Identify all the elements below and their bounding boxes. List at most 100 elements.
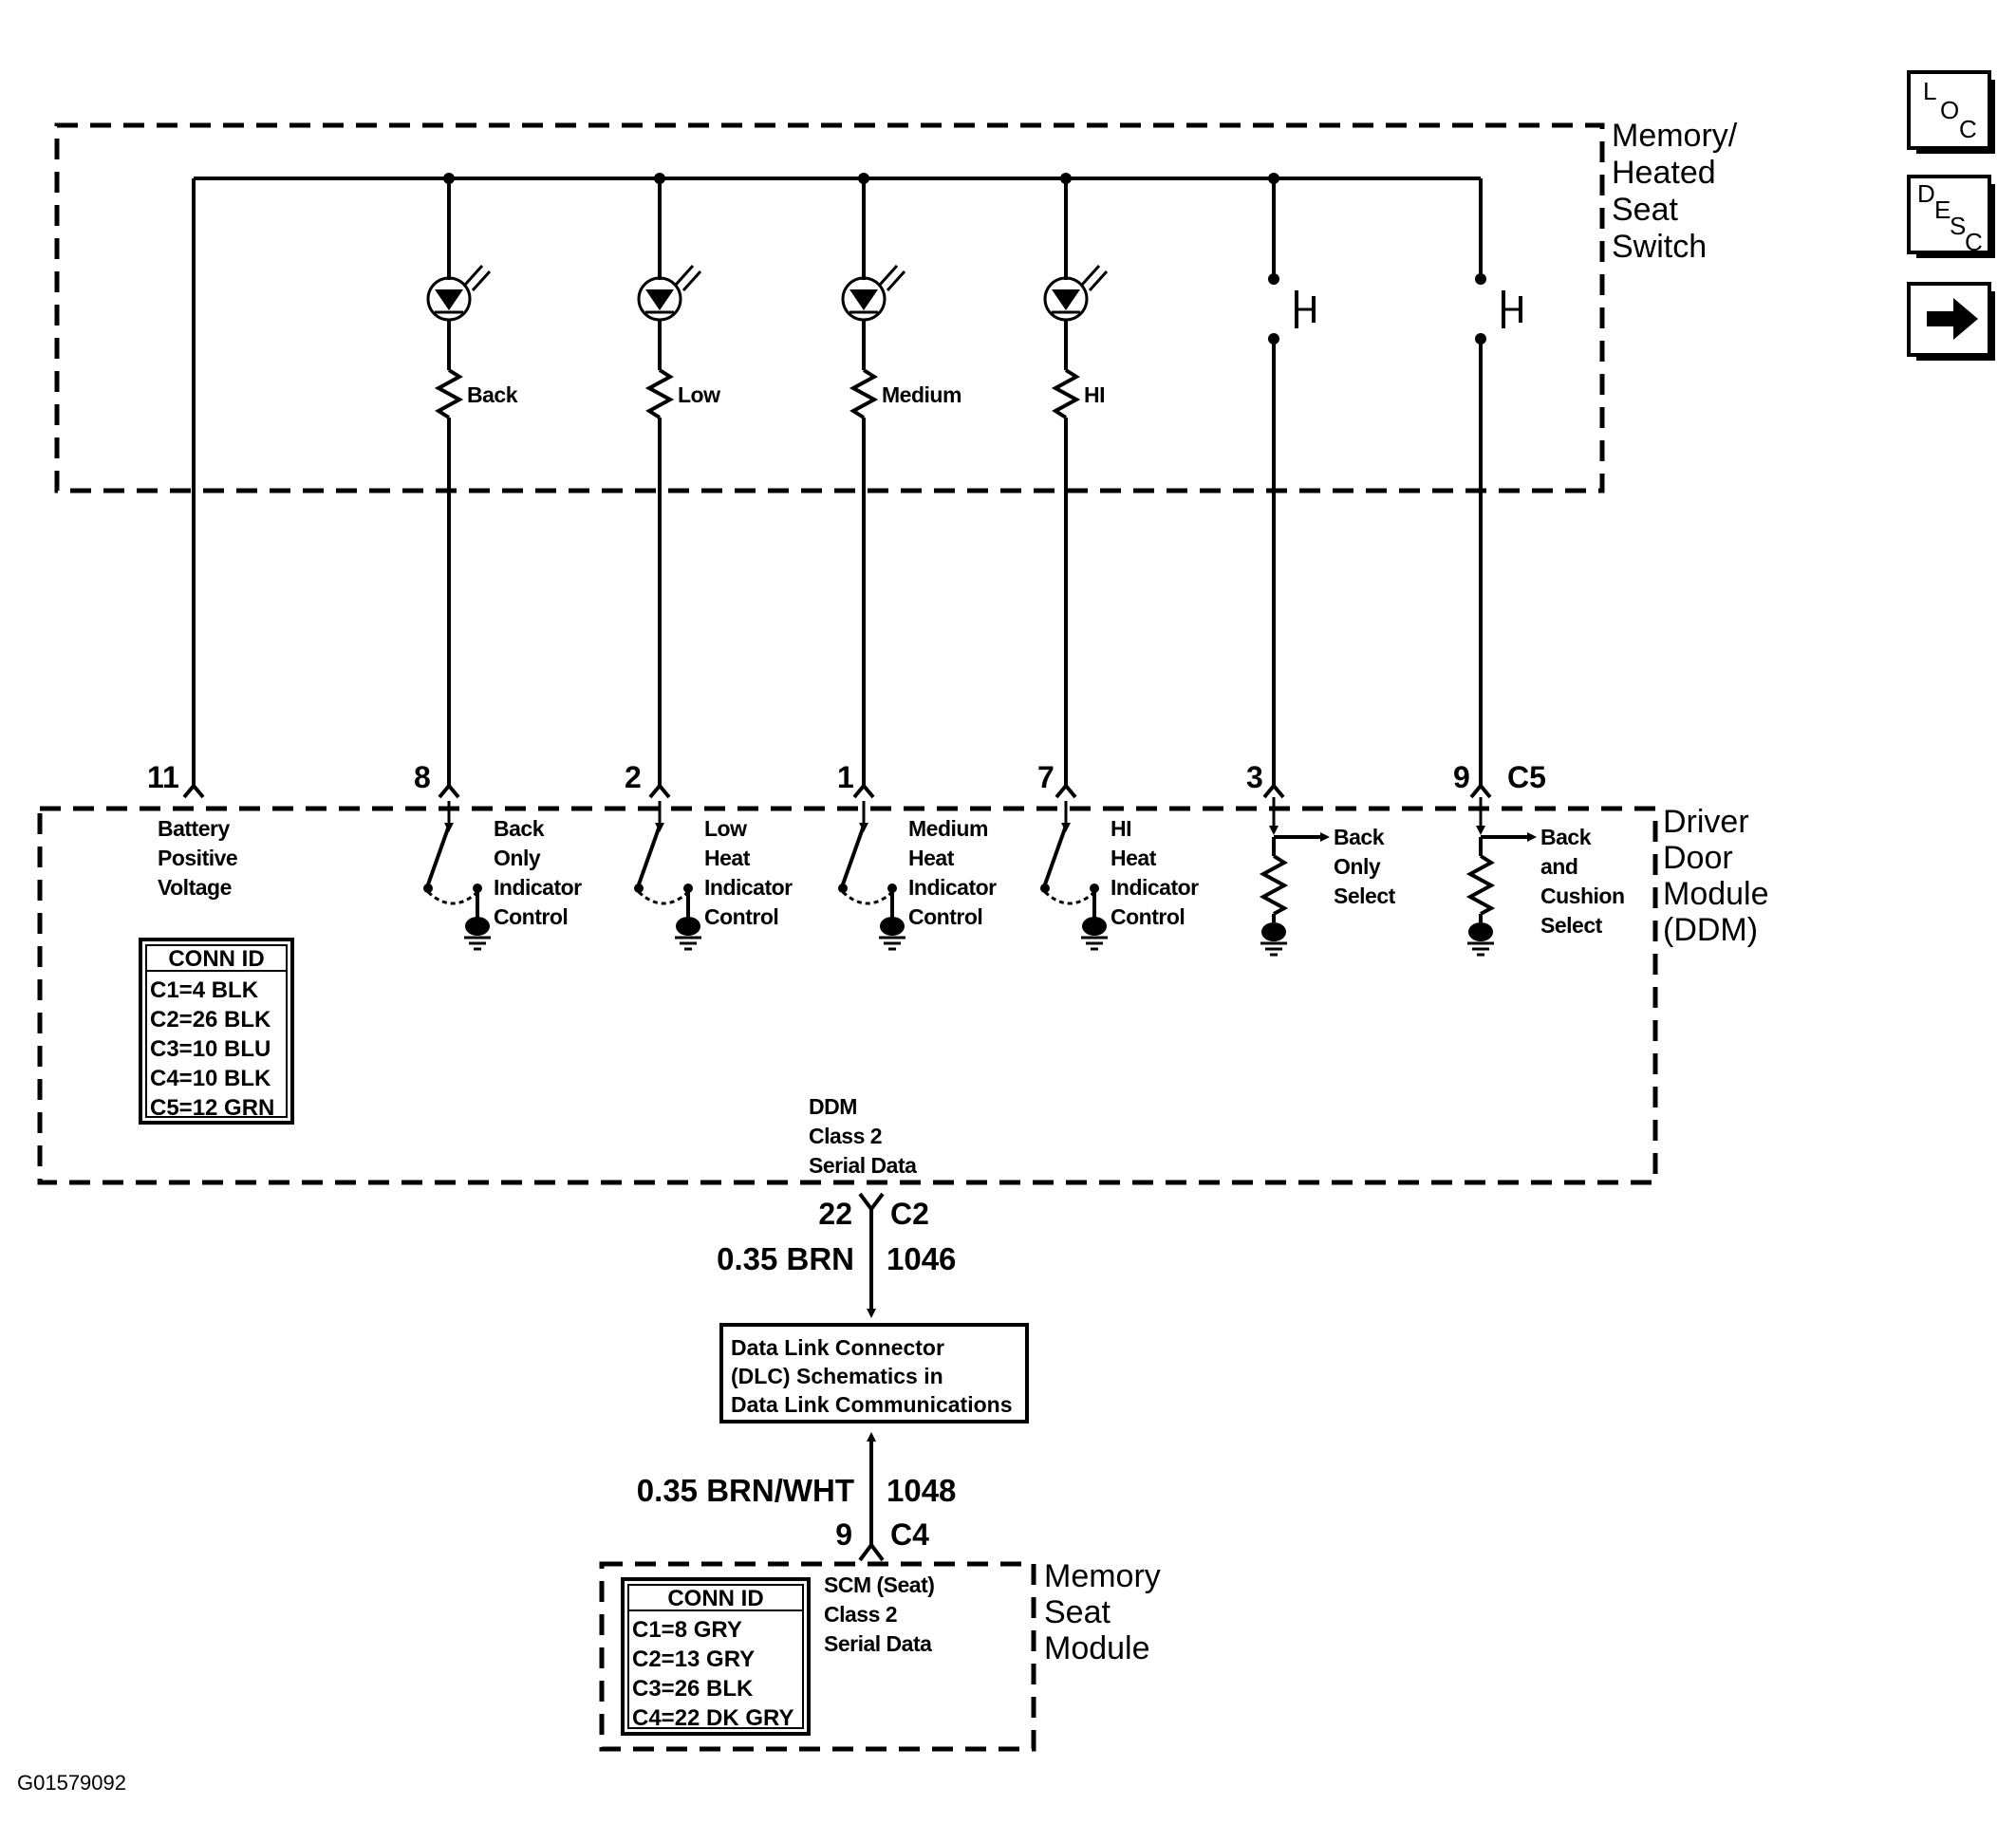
svg-text:Low: Low <box>704 816 747 841</box>
msm-connector-pin <box>858 1541 885 1562</box>
svg-text:Driver: Driver <box>1663 804 1749 840</box>
svg-text:Serial Data: Serial Data <box>824 1631 932 1656</box>
select-input-back-cushion: Back and Cushion Select <box>1465 797 1625 957</box>
svg-text:Battery: Battery <box>158 816 230 841</box>
svg-text:(DLC) Schematics in: (DLC) Schematics in <box>731 1364 943 1388</box>
svg-text:Indicator: Indicator <box>908 875 997 900</box>
svg-text:and: and <box>1540 854 1577 879</box>
svg-text:Select: Select <box>1334 884 1396 908</box>
svg-text:Only: Only <box>1334 854 1381 879</box>
svg-text:HI: HI <box>1111 816 1131 841</box>
desc-letter-s: S <box>1950 212 1966 240</box>
wire-lower-circuit: 1048 <box>887 1473 956 1508</box>
svg-text:Heat: Heat <box>704 846 751 870</box>
pin-2: 2 <box>625 760 642 794</box>
conn-id-row: C2=13 GRY <box>632 1647 755 1672</box>
conn-id-header: CONN ID <box>168 946 264 972</box>
pin-3: 3 <box>1246 760 1263 794</box>
led-branch-hi: HI <box>1043 178 1109 788</box>
pushbutton-switch-back-only <box>1268 178 1316 788</box>
led-label-back: Back <box>467 382 518 407</box>
next-page-button[interactable] <box>1907 282 1995 361</box>
svg-text:Module: Module <box>1663 876 1769 912</box>
battery-voltage-label: Battery Positive Voltage <box>158 816 238 900</box>
svg-text:Serial Data: Serial Data <box>809 1153 917 1178</box>
svg-text:Memory: Memory <box>1044 1558 1161 1594</box>
conn-id-row: C5=12 GRN <box>150 1095 274 1121</box>
switch-module-boundary <box>54 122 1605 493</box>
msm-label: Memory Seat Module <box>1044 1558 1161 1666</box>
svg-text:Back: Back <box>1540 825 1592 849</box>
svg-text:Seat: Seat <box>1612 192 1678 228</box>
svg-text:Switch: Switch <box>1612 229 1707 265</box>
msm-serial-data-label: SCM (Seat) Class 2 Serial Data <box>824 1572 935 1656</box>
ddm-conn-id-table: CONN ID C1=4 BLK C2=26 BLK C3=10 BLU C4=… <box>139 938 294 1125</box>
svg-text:Cushion: Cushion <box>1540 884 1625 908</box>
led-branch-low: Low <box>637 178 721 788</box>
ddm-label: Driver Door Module (DDM) <box>1663 804 1769 948</box>
svg-text:(DDM): (DDM) <box>1663 912 1758 948</box>
pushbutton-switch-back-cushion <box>1475 178 1522 788</box>
svg-text:Class 2: Class 2 <box>809 1124 882 1148</box>
desc-button[interactable]: D E S C <box>1907 175 1995 258</box>
svg-text:Data Link Communications: Data Link Communications <box>731 1392 1012 1417</box>
conn-id-header: CONN ID <box>667 1586 763 1611</box>
conn-id-row: C3=26 BLK <box>632 1676 754 1702</box>
svg-text:Control: Control <box>908 904 982 929</box>
conn-id-row: C4=22 DK GRY <box>632 1705 794 1731</box>
wire-upper-circuit: 1046 <box>887 1241 956 1276</box>
pin-7: 7 <box>1037 760 1055 794</box>
indicator-control-hi: HI Heat Indicator Control <box>1040 801 1200 951</box>
ddm-serial-connector: C2 <box>890 1197 929 1231</box>
conn-id-row: C1=8 GRY <box>632 1617 742 1643</box>
select-input-back-only: Back Only Select <box>1259 797 1396 957</box>
svg-text:Medium: Medium <box>908 816 988 841</box>
svg-text:Data Link Connector: Data Link Connector <box>731 1335 944 1360</box>
svg-text:DDM: DDM <box>809 1094 857 1119</box>
svg-text:Indicator: Indicator <box>704 875 793 900</box>
svg-text:Back: Back <box>494 816 545 841</box>
svg-text:Memory/: Memory/ <box>1612 118 1738 154</box>
svg-text:Heat: Heat <box>1111 846 1157 870</box>
switch-module-label: Memory/ Heated Seat Switch <box>1612 118 1738 265</box>
svg-text:Select: Select <box>1540 913 1603 938</box>
dlc-reference-box[interactable]: Data Link Connector (DLC) Schematics in … <box>719 1323 1029 1423</box>
msm-conn-id-table: CONN ID C1=8 GRY C2=13 GRY C3=26 BLK C4=… <box>621 1577 811 1736</box>
conn-id-row: C2=26 BLK <box>150 1007 271 1033</box>
svg-text:Seat: Seat <box>1044 1594 1111 1630</box>
svg-text:Indicator: Indicator <box>1111 875 1199 900</box>
desc-letter-d: D <box>1917 179 1935 208</box>
indicator-control-low: Low Heat Indicator Control <box>634 801 793 951</box>
loc-letter-l: L <box>1923 77 1936 105</box>
pin-8: 8 <box>414 760 431 794</box>
ddm-serial-pin: 22 <box>818 1197 852 1231</box>
desc-letter-c: C <box>1965 228 1983 256</box>
wire-lower-gauge: 0.35 BRN/WHT <box>637 1473 854 1508</box>
svg-text:Door: Door <box>1663 840 1733 876</box>
svg-text:SCM (Seat): SCM (Seat) <box>824 1572 934 1597</box>
svg-text:Class 2: Class 2 <box>824 1602 897 1627</box>
led-label-hi: HI <box>1084 382 1105 407</box>
connector-c5: C5 <box>1507 760 1546 794</box>
led-branch-medium: Medium <box>841 178 961 788</box>
led-label-medium: Medium <box>882 382 961 407</box>
pin-9: 9 <box>1453 760 1470 794</box>
svg-text:Voltage: Voltage <box>158 875 232 900</box>
svg-text:Indicator: Indicator <box>494 875 582 900</box>
led-branch-back: Back <box>426 178 518 788</box>
ddm-serial-connector-pin <box>858 1192 885 1213</box>
svg-text:Heat: Heat <box>908 846 955 870</box>
indicator-control-medium: Medium Heat Indicator Control <box>838 801 998 951</box>
figure-id: G01579092 <box>17 1771 126 1795</box>
svg-text:Control: Control <box>1111 904 1185 929</box>
svg-text:Module: Module <box>1044 1630 1150 1666</box>
msm-pin: 9 <box>835 1517 852 1552</box>
conn-id-row: C1=4 BLK <box>150 977 259 1003</box>
indicator-control-back: Back Only Indicator Control <box>423 801 583 951</box>
loc-button[interactable]: L O C <box>1907 70 1995 154</box>
arrow-right-icon <box>1927 298 1978 340</box>
wire-upper-gauge: 0.35 BRN <box>717 1241 854 1276</box>
conn-id-row: C3=10 BLU <box>150 1036 271 1062</box>
